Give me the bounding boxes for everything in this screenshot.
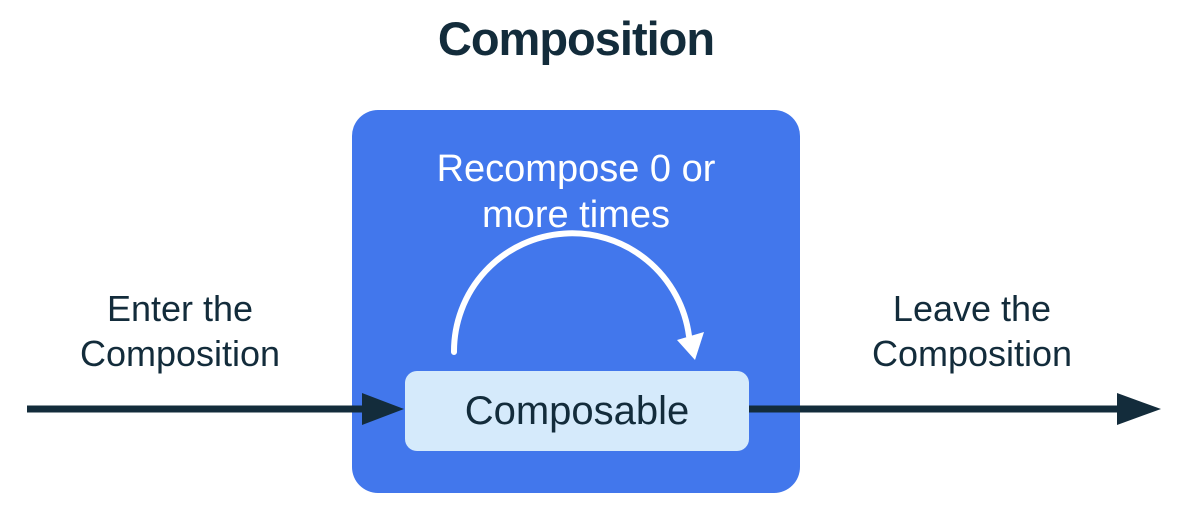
leave-composition-label: Leave the Composition (822, 286, 1122, 376)
enter-label-line1: Enter the (106, 288, 254, 329)
composable-label: Composable (464, 388, 690, 433)
recompose-label: Recompose 0 or more times (352, 146, 800, 238)
leave-arrow-head-icon (1117, 393, 1161, 425)
leave-label-line1: Leave the (892, 288, 1052, 329)
composable-box: Composable (405, 371, 749, 451)
leave-label-line2: Composition (871, 333, 1073, 374)
enter-label-line2: Composition (79, 333, 281, 374)
enter-composition-label: Enter the Composition (30, 286, 330, 376)
recompose-label-line2: more times (482, 194, 670, 236)
recompose-label-line1: Recompose 0 or (436, 148, 716, 190)
diagram-title: Composition (437, 12, 715, 65)
